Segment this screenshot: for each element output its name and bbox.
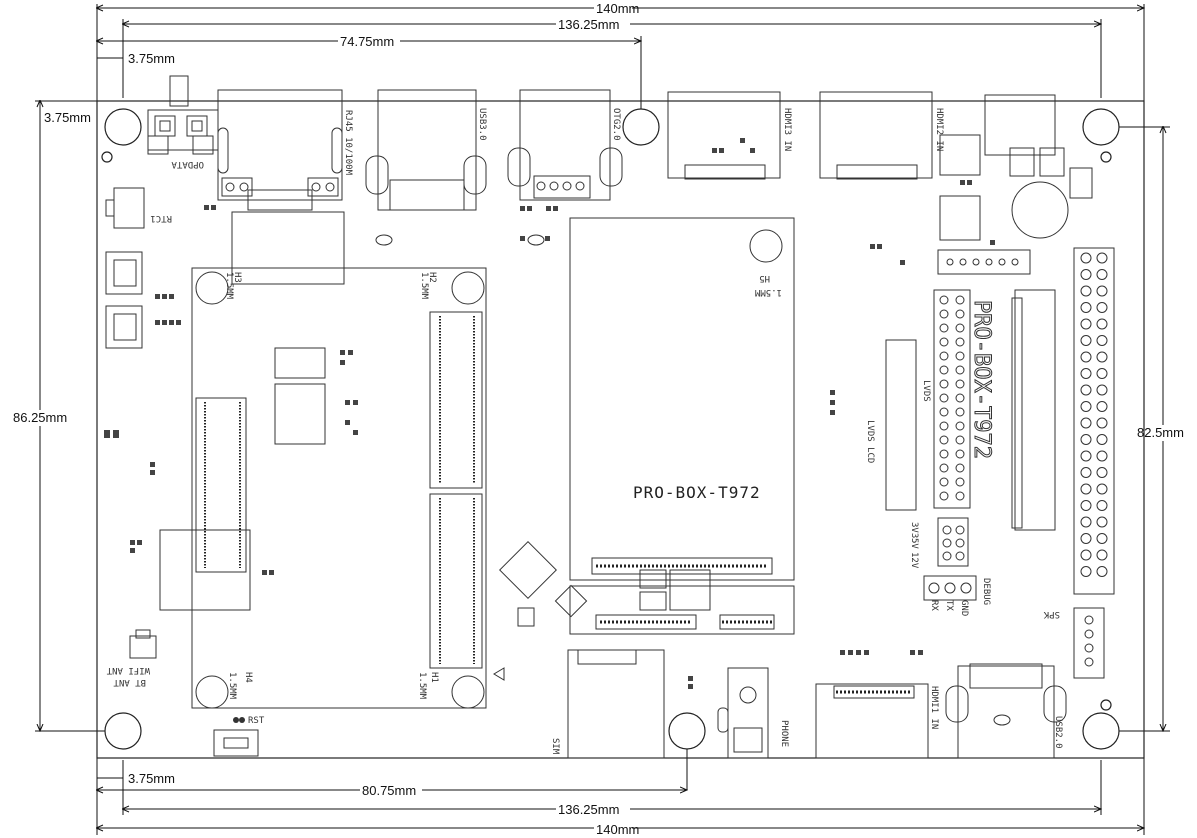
dimension-labels: 140mm 136.25mm 74.75mm 3.75mm 3.75mm 86.… — [11, 1, 1193, 837]
gpio-pin — [1096, 351, 1108, 363]
gpio-pin — [1080, 417, 1092, 429]
hdmi3-label: HDMI3 IN — [782, 108, 792, 151]
spk-label: SPK — [1043, 609, 1060, 619]
dim-hole-span-bottom: 136.25mm — [558, 802, 619, 817]
dim-total-width-top: 140mm — [596, 1, 639, 16]
lvds-lcd-label: LVDS LCD — [865, 420, 875, 463]
v33-label: 3V3 — [909, 522, 919, 538]
hole-h2-label: H2 — [427, 272, 437, 283]
lvds-label: LVDS — [921, 380, 931, 402]
hole-h4-label: H4 — [243, 672, 253, 683]
gpio-pin — [1096, 549, 1108, 561]
hole-h5-size: 1.5MM — [754, 287, 782, 297]
gpio-pin — [1096, 500, 1108, 511]
lvds-header — [933, 289, 971, 509]
usb20-label: USB2.0 — [1053, 716, 1063, 749]
gpio-pin — [1080, 302, 1092, 313]
gpio-pin — [1080, 549, 1092, 561]
sim-label: SIM — [550, 738, 560, 755]
otg-label: OTG2.0 — [611, 108, 621, 141]
dim-top-left-offset: 3.75mm — [128, 51, 175, 66]
hdmi1-label: HDMI1 IN — [929, 686, 939, 729]
tx-label: TX — [944, 600, 954, 611]
gpio-pin — [1096, 401, 1108, 412]
gpio-pin — [1080, 516, 1092, 528]
rtc-label: RTC1 — [150, 213, 172, 223]
gpio-pin — [1080, 566, 1092, 577]
dim-left-vertical-offset: 3.75mm — [44, 110, 91, 125]
v12-label: 12V — [909, 552, 919, 569]
dimension-lines — [35, 4, 1170, 835]
center-module — [569, 217, 795, 581]
gpio-pin — [1080, 285, 1092, 297]
gpio-pin — [1080, 384, 1092, 396]
gpio-pin — [1096, 368, 1108, 379]
dim-hole-span-top: 136.25mm — [558, 17, 619, 32]
gnd-label: GND — [959, 600, 969, 616]
opdata-label: OPDATA — [171, 159, 204, 169]
dim-74-75: 74.75mm — [340, 34, 394, 49]
hole-h3-size: 1.5MM — [224, 272, 234, 300]
gpio-pin — [1096, 566, 1108, 577]
gpio-pin — [1096, 285, 1108, 297]
rj45-label: RJ45 10/100M — [343, 110, 353, 176]
core-module — [191, 267, 487, 709]
gpio-pin — [1096, 417, 1108, 429]
phone-label: PHONE — [779, 720, 789, 747]
gpio-pin — [1096, 252, 1108, 264]
hole-h5-label: H5 — [759, 273, 770, 283]
hole-h3-label: H3 — [232, 272, 242, 283]
hole-h1-size: 1.5MM — [417, 672, 427, 700]
debug-label: DEBUG — [981, 578, 991, 605]
board-vertical-title: PRO-BOX-T972 — [969, 300, 994, 459]
gpio-pin — [1080, 450, 1092, 462]
gpio-header — [1073, 247, 1115, 595]
hdmi2-label: HDMI2 IN — [934, 108, 944, 151]
usb30-label: USB3.0 — [477, 108, 487, 141]
gpio-pin — [1080, 318, 1092, 330]
gpio-pin — [1080, 368, 1092, 379]
gpio-pin — [1096, 533, 1108, 544]
dim-hole-span-height: 82.5mm — [1137, 425, 1184, 440]
v5-label: 5V — [909, 538, 919, 549]
dim-total-height: 86.25mm — [13, 410, 67, 425]
gpio-pin — [1096, 269, 1108, 280]
gpio-pin — [1096, 450, 1108, 462]
mounting-holes — [101, 108, 1120, 750]
wifi-ant-label: WIFI ANT — [106, 665, 150, 675]
gpio-pin — [1080, 500, 1092, 511]
dim-bottom-left-offset: 3.75mm — [128, 771, 175, 786]
gpio-pin — [1080, 335, 1092, 346]
rx-label: RX — [929, 600, 939, 611]
board-title: PRO-BOX-T972 — [633, 483, 761, 502]
gpio-pin — [1096, 516, 1108, 528]
dim-80-75: 80.75mm — [362, 783, 416, 798]
gpio-pin — [1096, 318, 1108, 330]
gpio-pin — [1080, 434, 1092, 445]
gpio-pin — [1096, 483, 1108, 495]
hole-h2-size: 1.5MM — [419, 272, 429, 300]
gpio-pin — [1096, 467, 1108, 478]
hole-h4-size: 1.5MM — [227, 672, 237, 700]
dim-total-width-bottom: 140mm — [596, 822, 639, 837]
gpio-pin — [1096, 434, 1108, 445]
gpio-pin — [1080, 252, 1092, 264]
hole-h1-label: H1 — [429, 672, 439, 683]
gpio-pin — [1096, 335, 1108, 346]
gpio-pin — [1096, 302, 1108, 313]
bt-ant-label: BT ANT — [113, 677, 146, 687]
rst-label: RST — [248, 716, 265, 726]
gpio-pin — [1096, 384, 1108, 396]
gpio-pin — [1080, 351, 1092, 363]
gpio-pin — [1080, 483, 1092, 495]
gpio-pin — [1080, 467, 1092, 478]
gpio-pin — [1080, 269, 1092, 280]
gpio-pin — [1080, 401, 1092, 412]
gpio-pin — [1080, 533, 1092, 544]
